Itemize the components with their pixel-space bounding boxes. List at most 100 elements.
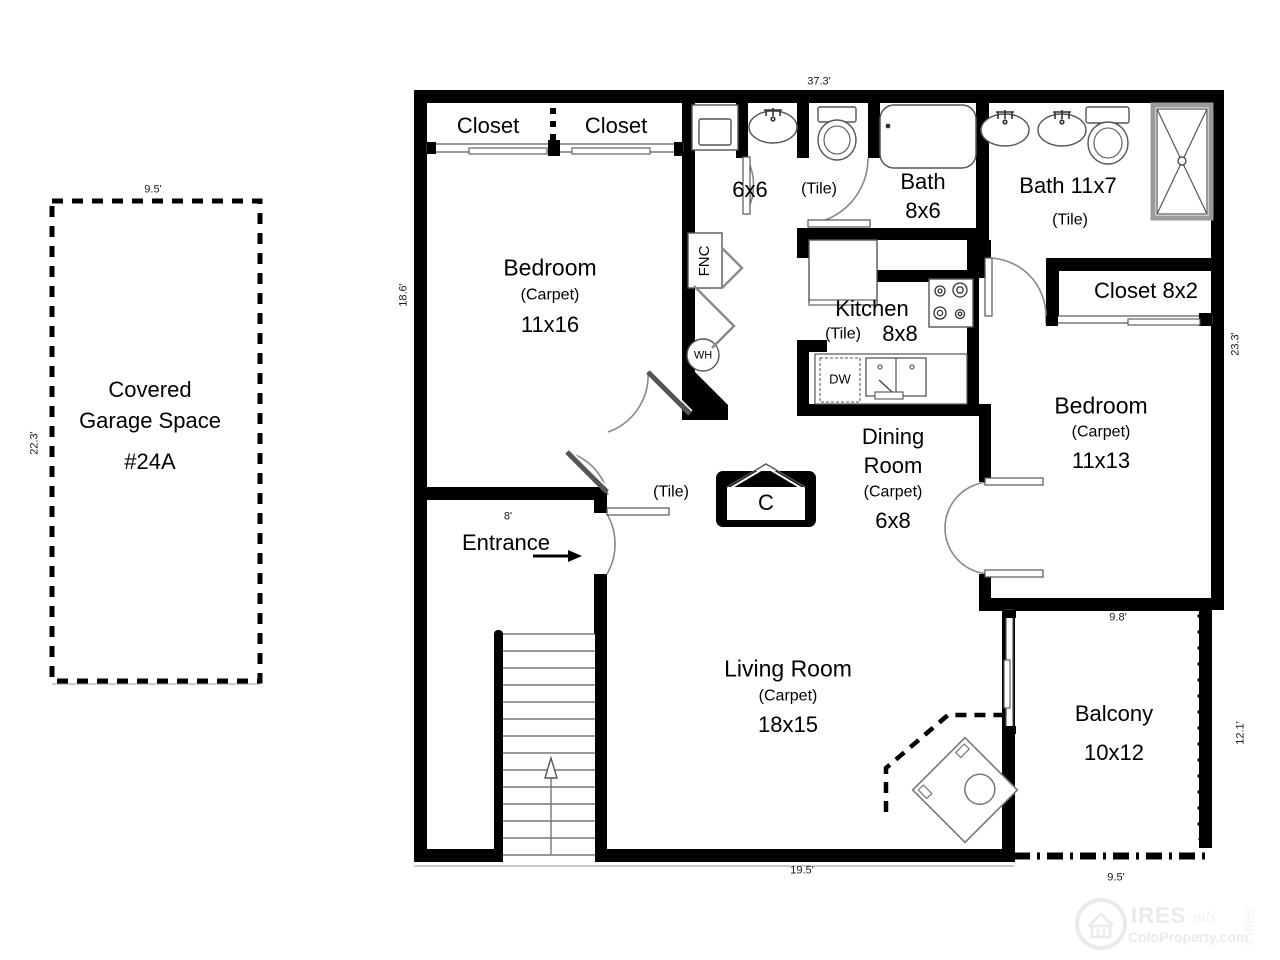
closet-rail-end-left: [427, 142, 436, 154]
watermark-brand: IRES: [1131, 903, 1186, 928]
balcony-edges: [1014, 598, 1210, 860]
wall-foyer-door-jamb-top: [594, 487, 607, 513]
faucet-icon-master-left: [996, 110, 1014, 125]
wall-bedroom-right-mid: [979, 404, 991, 482]
dishwasher-label: DW: [829, 371, 851, 387]
bath-master-fixtures: [980, 102, 1214, 221]
balcony-name: Balcony: [1074, 701, 1154, 727]
entrance-label: Entrance: [461, 530, 551, 556]
closet-sliding-doors-left-bedroom[interactable]: [426, 108, 684, 156]
stair-treads: [503, 633, 595, 856]
kitchen-faucet-icon: [874, 391, 904, 400]
bedroom-left-name: Bedroom: [503, 254, 597, 281]
dim-garage-left: 22.3': [28, 431, 41, 455]
corner-fireplace: [883, 712, 1019, 844]
master-closet-rail-end-right: [1199, 313, 1212, 326]
garage-dashed-rect: [49, 198, 263, 684]
wall-foyer-top: [427, 487, 607, 500]
balcony-sliding-door[interactable]: [1003, 609, 1016, 734]
living-size: 18x15: [758, 712, 818, 738]
door-entrance[interactable]: [606, 507, 670, 575]
dim-garage-top: 9.5': [144, 183, 162, 196]
wall-living-left: [594, 574, 607, 862]
kitchen-name: Kitchen: [835, 296, 909, 322]
faucet-icon-master-right: [1053, 110, 1071, 125]
wall-master-closet-top: [1046, 258, 1212, 271]
bathtub-icon: [879, 104, 977, 169]
door-foyer-inner[interactable]: [565, 448, 610, 496]
furnace-label: FNC: [696, 245, 714, 277]
fireplace-box: [911, 736, 1019, 844]
closet-door-panel-right[interactable]: [571, 147, 651, 155]
wall-exterior-left-lower: [414, 496, 427, 862]
closet-c-letter: C: [758, 490, 774, 516]
hall-closet-c[interactable]: [716, 463, 816, 527]
bifold-door-water-heater[interactable]: [693, 285, 736, 349]
refrigerator-icon: [808, 239, 878, 303]
watermark-ring: [1075, 898, 1127, 950]
living-name: Living Room: [724, 655, 852, 682]
entrance-arrow: [533, 550, 582, 562]
wall-bath-small-left: [868, 96, 880, 158]
door-laundry[interactable]: [742, 156, 755, 215]
swing-doors[interactable]: [565, 156, 1047, 578]
water-heater-label: WH: [693, 349, 713, 362]
bath-small-name: Bath: [900, 169, 946, 195]
closet-door-panel-left[interactable]: [468, 147, 548, 155]
covered-garage-outline: [49, 198, 263, 684]
wall-kitchen-dining-bottom: [797, 404, 979, 416]
toilet-bowl-inner-bath-small: [823, 125, 851, 155]
balcony-slider-panel[interactable]: [1003, 659, 1011, 709]
bath-master-name: Bath 11x7: [1019, 173, 1117, 199]
fireplace-hearth-dashed: [883, 712, 1002, 812]
dim-right-overall: 23.3': [1229, 332, 1242, 356]
bedroom-left-size: 11x16: [520, 312, 580, 338]
laundry-size-label: 6x6: [732, 177, 768, 203]
balcony-slider-end-top: [1003, 610, 1016, 618]
water-heater-icon: [686, 338, 720, 372]
wall-kitchen-left-upper: [797, 228, 809, 258]
dining-floor: (Carpet): [863, 483, 923, 501]
house-icon: [1088, 912, 1114, 939]
wall-master-closet-left: [1046, 258, 1059, 320]
balcony-size: 10x12: [1084, 740, 1144, 766]
dim-balcony-bottom: 9.5': [1107, 871, 1125, 884]
kitchen-fixtures: [808, 239, 974, 405]
dining-name-line2: Room: [863, 453, 923, 479]
bifold-door-furnace[interactable]: [721, 247, 744, 289]
bedroom-left-floor: (Carpet): [520, 286, 580, 304]
garage-label-number: #24A: [124, 449, 176, 475]
garage-label-line1: Covered: [108, 377, 192, 403]
bedroom-right-size: 11x13: [1071, 448, 1131, 474]
closet-left-label: Closet: [456, 113, 520, 139]
closet-rail-center-post: [548, 140, 560, 156]
bedroom-right-name: Bedroom: [1054, 392, 1148, 419]
laundry-appliance-drum: [698, 118, 732, 146]
kitchen-floor: (Tile): [825, 325, 861, 343]
closet-c-bifold-doors[interactable]: [726, 463, 806, 488]
door-bath-small[interactable]: [807, 157, 871, 228]
bath-master-floor: (Tile): [1052, 211, 1088, 229]
ires-mls-watermark: IRES mls ColoProperty.com © IRES: [1075, 898, 1256, 950]
master-closet-door-panel[interactable]: [1127, 318, 1201, 326]
dim-foyer-top: 8': [503, 510, 513, 523]
wall-laundry-right: [736, 96, 748, 158]
washer-dryer-fixture: [691, 104, 739, 151]
door-bedroom-right[interactable]: [944, 477, 1044, 578]
watermark-copyright: © IRES: [1244, 909, 1256, 946]
dining-name-line1: Dining: [861, 424, 925, 450]
closet-master-label: Closet 8x2: [1094, 278, 1198, 304]
toilet-bowl-inner-master: [1093, 127, 1123, 159]
bath-small-fixtures: [748, 104, 977, 169]
bath-small-size: 8x6: [905, 198, 941, 224]
door-bedroom-left[interactable]: [607, 368, 693, 433]
stair-direction-arrow: [544, 755, 558, 855]
stair-body: [503, 634, 595, 862]
shower-drain-icon: [1177, 156, 1187, 166]
door-bath-master[interactable]: [984, 257, 1047, 317]
wall-kitchen-bottom-stub: [797, 340, 827, 352]
toilet-tank-icon-master: [1085, 106, 1130, 124]
closet-master-sliding-door[interactable]: [1045, 313, 1213, 326]
wall-bath-small-bottom: [809, 228, 989, 240]
dim-balcony-right: 12.1': [1234, 721, 1247, 745]
